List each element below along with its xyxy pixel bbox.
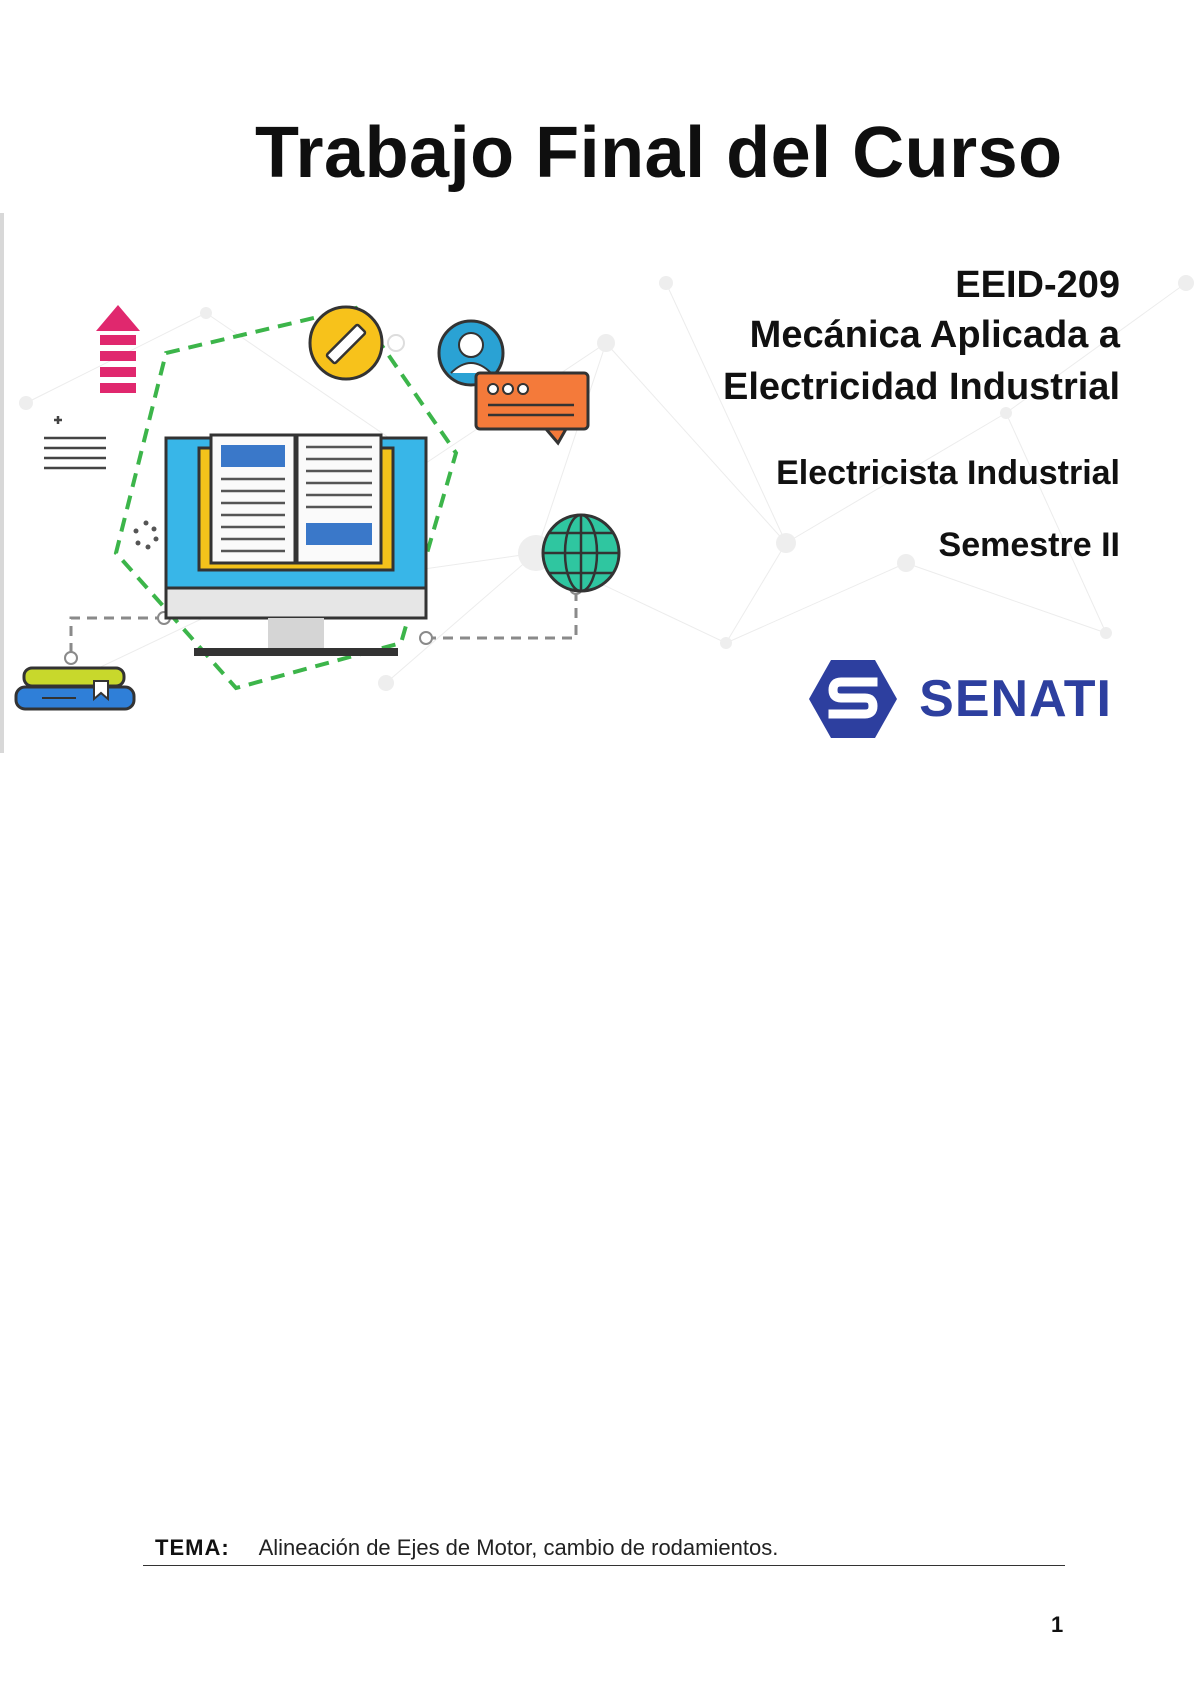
course-name-line1: Mecánica Aplicada a [749,314,1120,356]
senati-logo-text: SENATI [919,670,1112,728]
loading-icon [133,520,159,550]
pencil-icon [308,305,405,381]
topic-label: TEMA: [155,1535,230,1560]
open-book-icon [197,433,395,572]
education-illustration [14,305,621,711]
page-number: 1 [1051,1612,1064,1637]
topic-line: TEMA: Alineación de Ejes de Motor, cambi… [143,1535,1065,1566]
senati-logo-icon [809,660,898,738]
document-lines-icon [44,416,106,470]
cover-banner: EEID-209 Mecánica Aplicada a Electricida… [6,213,1200,753]
course-info: EEID-209 Mecánica Aplicada a Electricida… [723,261,1120,567]
page-title: Trabajo Final del Curso [255,113,1063,193]
books-stack-icon [14,666,136,711]
arrow-up-icon [96,305,140,393]
network-background [19,275,1194,703]
banner-edge [0,213,4,753]
course-code: EEID-209 [955,264,1120,306]
course-name-line2: Electricidad Industrial [723,366,1120,408]
senati-logo: SENATI [807,658,1112,740]
globe-icon [541,513,621,593]
user-icon [437,319,505,387]
chat-bubble-icon [474,371,590,446]
career-name: Electricista Industrial [776,454,1120,492]
topic-value: Alineación de Ejes de Motor, cambio de r… [258,1535,779,1560]
semester: Semestre II [938,526,1120,564]
